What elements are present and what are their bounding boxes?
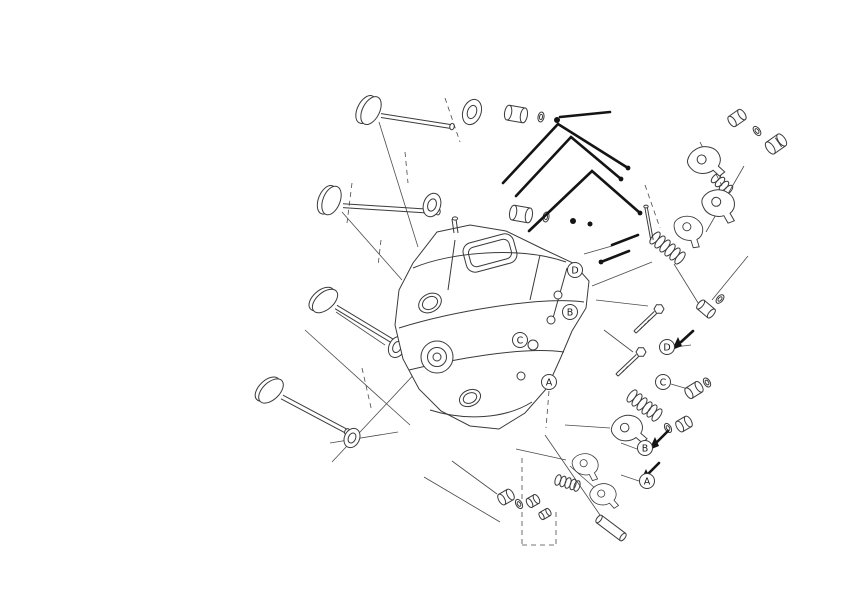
valve-spring-1 (649, 231, 686, 265)
rocker-arm-1 (684, 142, 726, 183)
valve-1 (355, 95, 455, 131)
callout-b-right[interactable]: B (637, 440, 653, 456)
valve-seal-1 (461, 98, 483, 126)
callout-c-right[interactable]: C (655, 374, 671, 390)
collet-1 (554, 117, 560, 123)
valve-4 (254, 376, 350, 436)
cylinder-head-body (394, 216, 590, 430)
washer-2 (715, 294, 725, 304)
spacer-bottom (525, 493, 541, 509)
rocker-arm-5 (569, 451, 602, 482)
svg-text:D: D (663, 342, 670, 353)
wire-clips (501, 110, 643, 265)
valve-2 (316, 185, 441, 216)
pin-long (595, 514, 627, 542)
callout-a-head[interactable]: A (541, 374, 557, 390)
rocker-arm-2 (699, 187, 738, 225)
tappet-1 (503, 104, 529, 124)
svg-text:A: A (644, 476, 651, 487)
rocker-shaft (696, 299, 716, 319)
valve-seal-2 (422, 192, 442, 218)
svg-text:B: B (642, 443, 649, 454)
washer-3 (702, 377, 712, 388)
pin-small (538, 507, 552, 521)
washer-5 (514, 498, 524, 510)
head-stud (451, 216, 459, 234)
rocker-arm-3 (668, 211, 708, 250)
callout-d-head[interactable]: D (567, 262, 583, 278)
bolt-1 (633, 304, 665, 334)
plug-2 (675, 415, 693, 433)
svg-text:A: A (546, 377, 553, 388)
tappet-2 (508, 204, 534, 224)
washer-1 (752, 125, 762, 137)
callout-a-right[interactable]: A (639, 473, 655, 489)
cap-bottom (497, 488, 515, 506)
valve-seal-4 (343, 427, 361, 449)
collet-2 (570, 218, 576, 224)
bolt-2 (615, 347, 647, 377)
adjuster-pin (643, 204, 654, 241)
leader-lines-dashed (346, 97, 723, 546)
callout-b-head[interactable]: B (562, 304, 578, 320)
valve-3 (308, 286, 399, 347)
valve-spring-2 (626, 389, 663, 422)
shim-ring-1 (537, 111, 545, 123)
svg-text:D: D (571, 265, 578, 276)
callout-d-right[interactable]: D (659, 339, 675, 355)
svg-text:C: C (517, 335, 524, 346)
direction-arrow-d (672, 329, 695, 350)
plug-1 (684, 380, 704, 400)
callout-c-head[interactable]: C (512, 332, 528, 348)
washer-4 (663, 422, 673, 434)
svg-text:B: B (567, 307, 574, 318)
adjuster-cap-2 (764, 133, 788, 155)
svg-text:C: C (660, 377, 667, 388)
collet-3 (587, 221, 593, 227)
valve-spring-3 (554, 474, 581, 492)
adjuster-cap-1 (727, 108, 747, 128)
